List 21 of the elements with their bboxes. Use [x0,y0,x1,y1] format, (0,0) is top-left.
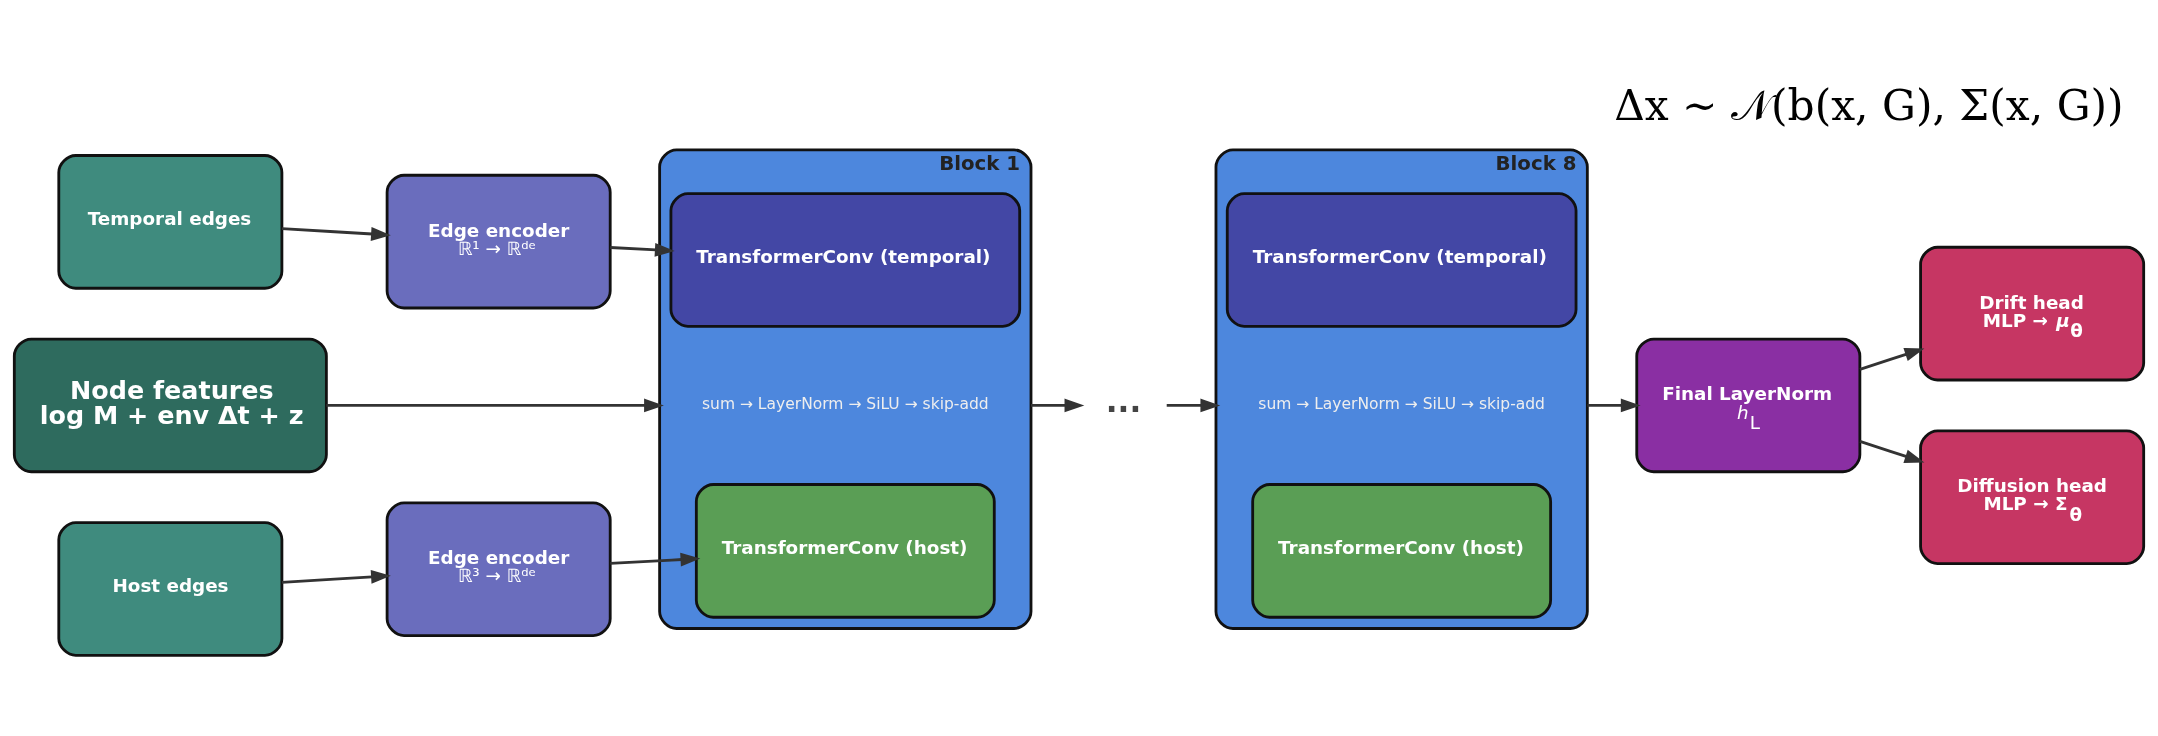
node-box: TransformerConv (host) [1251,483,1553,619]
arrow [281,569,391,584]
node-box: TransformerConv (host) [694,483,996,619]
diagram-title: Δx ∼ 𝒩(b(x, G), Σ(x, G)) [1614,81,2124,131]
node-box: Temporal edges [57,154,284,290]
arrow [1859,440,1925,463]
node-box: Node features log M + env Δt + z [12,337,328,474]
arrow [281,227,391,241]
arrow [1587,398,1641,413]
node-box: Edge encoder ℝ¹ → ℝᵈᵉ [385,173,612,310]
node-box: Host edges [57,521,284,657]
arrow [1166,398,1221,413]
node-text: ... [1105,382,1142,419]
node-box: TransformerConv (temporal) [1225,192,1578,328]
arrow [1031,398,1085,413]
arrow [610,552,701,567]
arrow [326,398,664,413]
node-box: TransformerConv (temporal) [669,192,1022,328]
arrow [610,242,675,257]
arrow [1859,347,1925,371]
node-box: Edge encoder ℝ³ → ℝᵈᵉ [385,501,612,637]
